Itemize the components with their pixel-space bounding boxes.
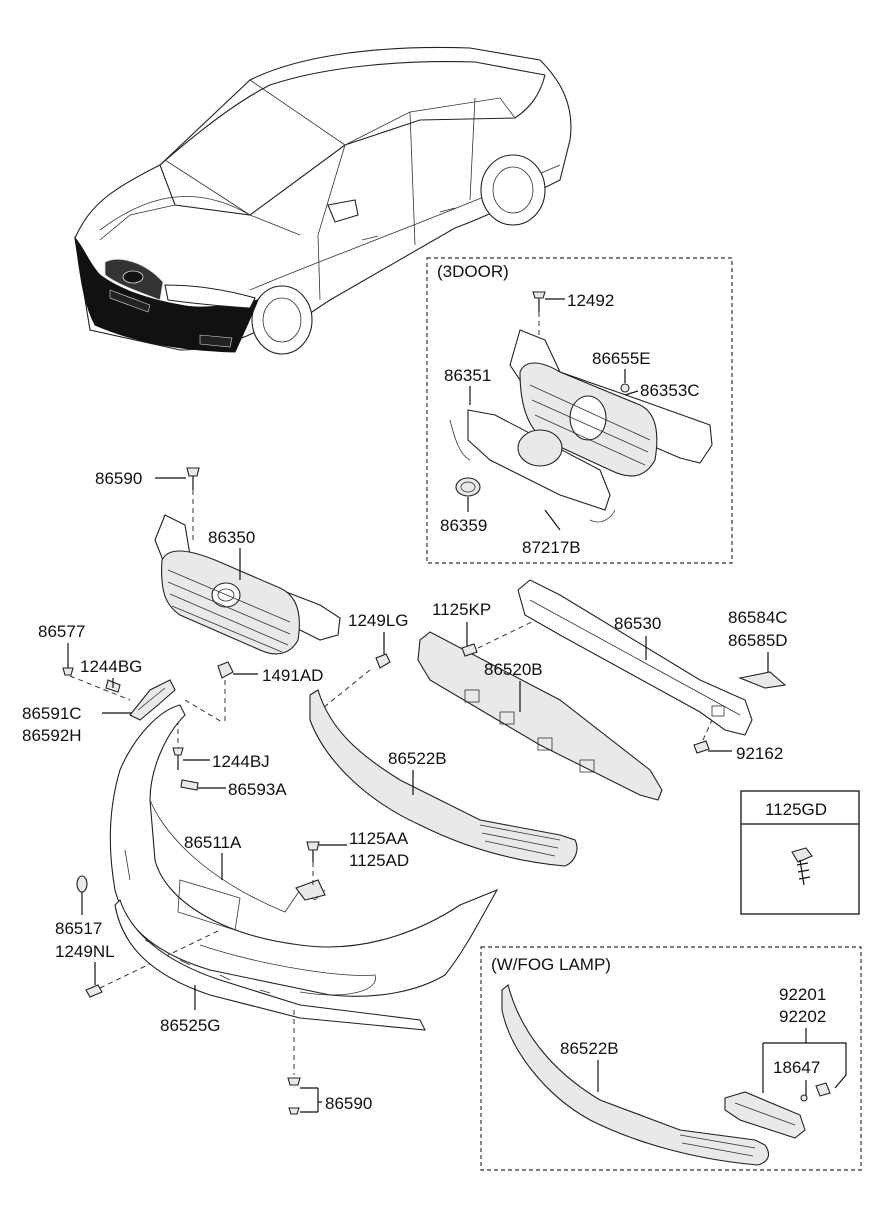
reinforcement-86530 — [517, 579, 753, 736]
lower-grille-86522B — [309, 689, 578, 867]
three-door-group: (3DOOR) 12492 86655E 86353C 86351 — [426, 257, 733, 564]
label-86655E: 86655E — [592, 349, 651, 368]
bulb-18647 — [800, 1094, 808, 1102]
label-1244BJ: 1244BJ — [212, 752, 270, 771]
label-1249LG: 1249LG — [348, 611, 409, 630]
label-18647: 18647 — [773, 1058, 820, 1077]
label-86585D: 86585D — [728, 631, 788, 650]
label-86359: 86359 — [440, 516, 487, 535]
label-86592H: 86592H — [22, 726, 82, 745]
label-86577: 86577 — [38, 622, 85, 641]
grille-cover-86351 — [449, 409, 616, 523]
label-86511A: 86511A — [184, 833, 242, 852]
label-92202: 92202 — [779, 1007, 826, 1026]
label-86584C: 86584C — [728, 608, 788, 627]
label-86593A: 86593A — [228, 780, 287, 799]
absorber-86520B — [417, 631, 663, 801]
car-illustration — [74, 46, 572, 355]
fog-lamp-92201 — [724, 1091, 806, 1139]
bolt-86590-bottom — [287, 1077, 301, 1086]
label-86591C: 86591C — [22, 704, 82, 723]
screw-92162 — [693, 740, 710, 754]
screw-1244BJ — [172, 747, 184, 756]
clip-86577 — [62, 667, 74, 676]
clip-86593A — [180, 779, 199, 791]
label-92201: 92201 — [779, 985, 826, 1004]
label-1125KP: 1125KP — [432, 600, 491, 619]
bolt-1125AA — [306, 841, 320, 851]
screw-1249NL — [85, 984, 103, 998]
bracket-86584C — [738, 671, 787, 689]
grille-86353C — [509, 329, 713, 477]
socket-18647 — [815, 1082, 831, 1097]
label-1244BG: 1244BG — [80, 657, 142, 676]
label-86525G: 86525G — [160, 1016, 221, 1035]
emblem-86359 — [455, 477, 481, 497]
fog-lamp-title: (W/FOG LAMP) — [491, 955, 611, 974]
bolt-1125KP — [461, 643, 478, 657]
label-86530: 86530 — [614, 614, 661, 633]
screw-1249LG — [375, 653, 391, 669]
label-86590-bottom: 86590 — [325, 1094, 372, 1113]
screw-86590-bottom — [288, 1107, 300, 1115]
label-1491AD: 1491AD — [262, 666, 323, 685]
label-87217B: 87217B — [522, 538, 581, 557]
label-92162: 92162 — [736, 744, 783, 763]
label-86517: 86517 — [55, 919, 102, 938]
fog-lamp-group: (W/FOG LAMP) 86522B 92201 92202 18647 — [480, 946, 862, 1171]
label-86520B: 86520B — [484, 660, 543, 679]
label-1125AD: 1125AD — [349, 851, 409, 870]
label-86522B: 86522B — [388, 749, 447, 768]
bracket-86591C — [129, 679, 176, 721]
inset-1125GD: 1125GD — [740, 790, 860, 915]
label-86522B-fog: 86522B — [560, 1039, 619, 1058]
cap-86517 — [76, 875, 88, 893]
label-1125GD: 1125GD — [765, 800, 827, 819]
bolt-86590-top — [155, 467, 200, 540]
three-door-title: (3DOOR) — [437, 262, 509, 281]
lower-lip-86525G — [114, 898, 426, 1031]
label-86351: 86351 — [444, 366, 491, 385]
clip-1491AD — [217, 661, 234, 679]
fog-lamp-box — [480, 946, 862, 1171]
lower-grille-86522B-fog — [501, 984, 770, 1166]
label-12492: 12492 — [567, 291, 614, 310]
label-1249NL: 1249NL — [55, 942, 115, 961]
label-86590-top: 86590 — [95, 469, 142, 488]
label-1125AA: 1125AA — [349, 829, 409, 848]
radiator-grille-86350 — [154, 514, 341, 655]
screw-12492 — [532, 291, 565, 335]
label-86353C: 86353C — [640, 381, 700, 400]
label-86350: 86350 — [208, 528, 255, 547]
three-door-box — [426, 257, 733, 564]
